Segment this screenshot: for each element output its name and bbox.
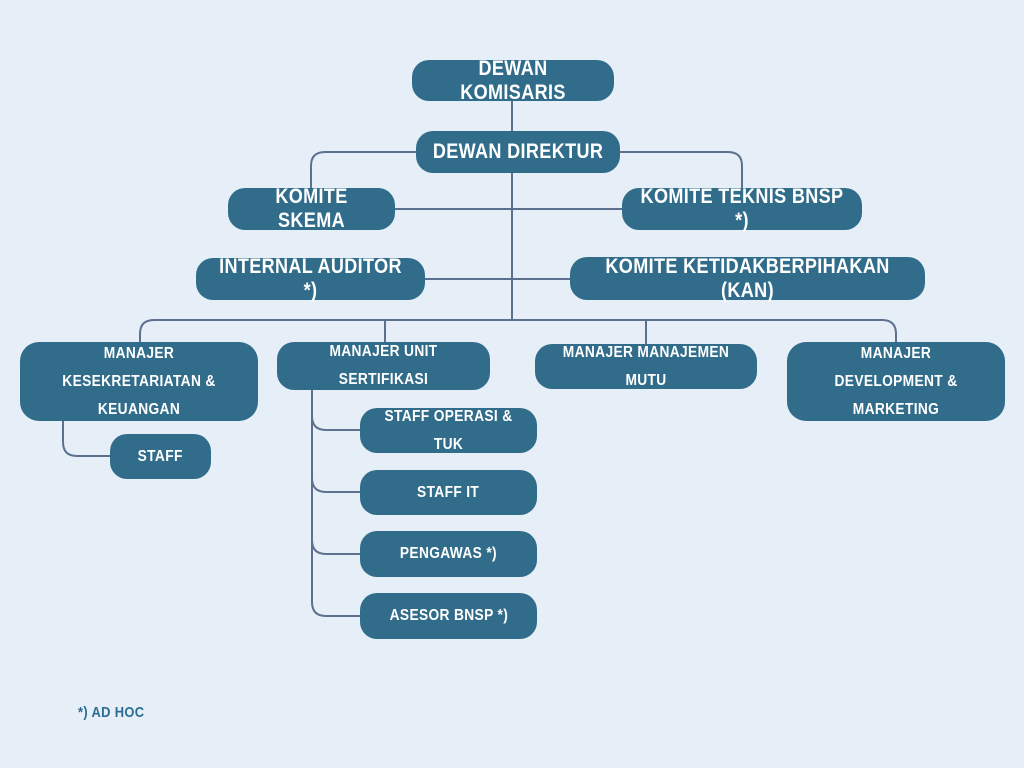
node-staff-operasi-tuk: STAFF OPERASI & TUK	[360, 408, 537, 453]
node-label: MANAJER KESEKRETARIATAN & KEUANGAN	[62, 344, 216, 418]
node-asesor-bnsp: ASESOR BNSP *)	[360, 593, 537, 639]
node-label: DEWAN DIREKTUR	[432, 140, 604, 163]
node-manajer-development-marketing: MANAJER DEVELOPMENT & MARKETING	[787, 342, 1005, 421]
node-komite-teknis-bnsp: KOMITE TEKNIS BNSP *)	[622, 185, 862, 232]
node-internal-auditor: INTERNAL AUDITOR *)	[196, 255, 425, 302]
node-label: KOMITE SKEMA	[275, 185, 348, 232]
node-label: DEWAN KOMISARIS	[460, 56, 566, 104]
node-label: STAFF	[137, 447, 184, 465]
node-manajer-manajemen-mutu: MANAJER MANAJEMEN MUTU	[535, 344, 757, 389]
node-manajer-unit-sertifikasi: MANAJER UNIT SERTIFIKASI	[277, 342, 490, 390]
footnote-ad-hoc: *) AD HOC	[78, 704, 145, 721]
node-label: PENGAWAS *)	[399, 545, 498, 562]
node-label: STAFF IT	[417, 483, 480, 501]
node-staff-it: STAFF IT	[360, 470, 537, 515]
node-label: MANAJER MANAJEMEN MUTU	[562, 343, 730, 389]
node-manajer-kesekretariatan-keuangan: MANAJER KESEKRETARIATAN & KEUANGAN	[20, 342, 258, 421]
node-label: MANAJER UNIT SERTIFIKASI	[329, 343, 438, 388]
node-dewan-komisaris: DEWAN KOMISARIS	[412, 57, 614, 104]
node-label: INTERNAL AUDITOR *)	[219, 255, 402, 302]
node-label: ASESOR BNSP *)	[389, 607, 508, 624]
node-label: STAFF OPERASI & TUK	[384, 407, 513, 453]
node-staff: STAFF	[110, 434, 211, 479]
node-komite-skema: KOMITE SKEMA	[228, 185, 395, 232]
node-komite-ketidakberpihakan: KOMITE KETIDAKBERPIHAKAN (KAN)	[570, 254, 925, 302]
node-pengawas: PENGAWAS *)	[360, 531, 537, 577]
node-dewan-direktur: DEWAN DIREKTUR	[416, 131, 620, 173]
node-label: KOMITE KETIDAKBERPIHAKAN (KAN)	[605, 254, 890, 302]
node-label: KOMITE TEKNIS BNSP *)	[640, 185, 844, 232]
node-label: MANAJER DEVELOPMENT & MARKETING	[834, 344, 958, 418]
